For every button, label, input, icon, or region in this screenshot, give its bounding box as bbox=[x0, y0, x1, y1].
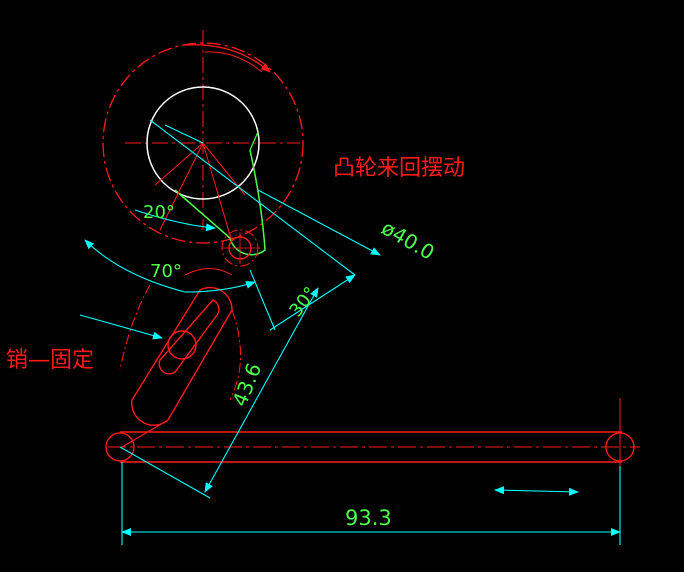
label-diameter: ø40.0 bbox=[378, 216, 439, 265]
label-angle-30: 30° bbox=[285, 283, 321, 321]
label-length-93-3: 93.3 bbox=[345, 506, 392, 530]
label-angle-20: 20° bbox=[143, 202, 175, 223]
slide-bar bbox=[105, 398, 640, 466]
label-angle-70: 70° bbox=[150, 261, 182, 282]
label-cam-swing: 凸轮来回摆动 bbox=[333, 156, 465, 181]
cam-radial-lines bbox=[154, 142, 246, 243]
label-pin-fixed: 销—固定 bbox=[6, 348, 94, 373]
swing-arrow-arc bbox=[184, 44, 271, 73]
dimension-lines bbox=[79, 119, 621, 545]
cam-profile bbox=[174, 149, 266, 256]
cam-hub-circle bbox=[146, 86, 260, 200]
slotted-link bbox=[119, 268, 241, 426]
label-length-43-6: 43.6 bbox=[227, 360, 266, 410]
